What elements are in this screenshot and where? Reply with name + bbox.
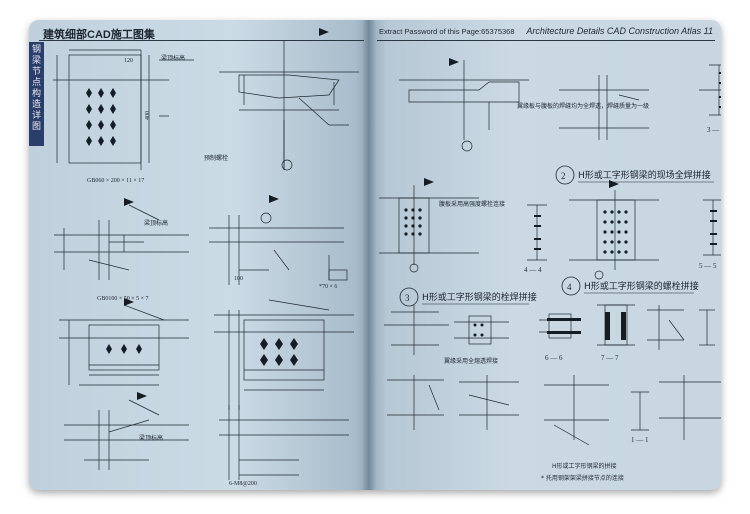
- atlas-title: Architecture Details CAD Construction At…: [526, 26, 713, 36]
- detail-bottom-4: [659, 375, 721, 440]
- section-title-3: H形或工字形钢梁的栓焊拼接: [422, 291, 537, 303]
- detail-bottom-2: [459, 375, 519, 430]
- cut-label-5-5: 5 — 5: [699, 262, 717, 270]
- detail-beam-column-1: [54, 204, 189, 280]
- chapter-side-tab: 钢梁节点构造详图: [29, 42, 44, 146]
- plate-dims-label-1: GB060 × 200 × 11 × 17: [87, 178, 144, 184]
- figure-note: 翼缘采用全熔透焊接: [444, 357, 498, 365]
- right-page: Extract Password of this Page:65375368 A…: [369, 20, 721, 490]
- beam-top-note-2: 梁顶标高: [144, 219, 168, 227]
- detail-beam-connection-bottom-2: [219, 405, 349, 480]
- dim-70x6: *70 × 6: [319, 284, 337, 290]
- bottom-caption: H形或工字形钢梁的拼接: [552, 462, 617, 470]
- cut-3-3-section: [699, 64, 721, 116]
- detail-bolted-splice-2: [597, 304, 635, 346]
- left-page-header: 建筑细部CAD施工图集: [39, 26, 364, 41]
- right-page-drawings: 2 3 4 H形或工字形钢梁的现场全焊拼接 H形或工字形钢梁的栓焊拼接 H形或工…: [379, 58, 721, 482]
- detail-welded-splice-2: [569, 190, 659, 280]
- right-bolt-dots: [404, 208, 628, 337]
- detail-top-joint: [559, 75, 649, 140]
- right-page-header: Extract Password of this Page:65375368 A…: [377, 26, 715, 41]
- beam-top-note: 梁顶标高: [161, 54, 185, 62]
- edge-bolt-note: 6-M8@200: [229, 481, 257, 487]
- cut-4-4-section: [527, 204, 547, 261]
- bolt-holes-6: [260, 338, 298, 366]
- detail-bolt-weld-1: [384, 305, 449, 355]
- detail-welded-splice-1: [379, 185, 479, 273]
- bolt-holes-1: [86, 88, 116, 146]
- section-number-2: 2: [561, 171, 566, 181]
- detail-bolted-splice-1: [539, 313, 579, 339]
- weld-note: 翼缘板与腹板的焊缝均为全焊透，焊缝质量为一级: [517, 102, 649, 110]
- cut-label-1-1: 1 — 1: [631, 436, 649, 444]
- plate-dims-label-2: GB0100 × 50 × 5 × 7: [97, 296, 149, 302]
- detail-bolted-joint-1: [59, 304, 189, 386]
- section-title-2: H形或工字形钢梁的现场全焊拼接: [578, 169, 711, 181]
- section-note: 预制螺栓: [204, 154, 228, 162]
- beam-top-note-3: 梁顶标高: [139, 434, 163, 442]
- cut-label-7-7: 7 — 7: [601, 354, 619, 362]
- left-page: 建筑细部CAD施工图集 钢梁节点构造详图: [29, 20, 369, 490]
- cut-label-6-6: 6 — 6: [545, 354, 563, 362]
- i-section-symbol: [699, 309, 715, 346]
- dim-100: 100: [234, 276, 243, 282]
- detail-splice-plate-1: [53, 49, 194, 170]
- detail-bolt-weld-2: [454, 315, 509, 345]
- elevation-flags-left: [124, 28, 329, 400]
- book-spine-shadow: [362, 20, 376, 490]
- open-book: 建筑细部CAD施工图集 钢梁节点构造详图: [29, 20, 721, 490]
- dim-120: 120: [124, 58, 133, 64]
- detail-bottom-1: [387, 375, 444, 430]
- cut-1-1-section: [631, 391, 649, 431]
- detail-top-beam: [399, 60, 529, 152]
- cut-5-5-section: [703, 199, 721, 256]
- footer-note: * 托用钢架架梁拼接节点的连接: [541, 474, 624, 482]
- left-header-title: 建筑细部CAD施工图集: [43, 29, 155, 41]
- page-number: 11: [703, 26, 713, 36]
- detail-beam-section-top: [219, 40, 359, 171]
- bolt-holes-5: [106, 344, 142, 354]
- extract-password: Extract Password of this Page:65375368: [379, 27, 515, 36]
- atlas-title-text: Architecture Details CAD Construction At…: [526, 26, 702, 36]
- section-number-3: 3: [405, 293, 410, 303]
- detail-beam-connection-bottom-1: [64, 399, 189, 470]
- detail-bolted-joint-2: [214, 299, 354, 410]
- cut-label-4-4: 4 — 4: [524, 266, 542, 274]
- bolt-note: 腹板采用高强度螺栓连接: [439, 200, 505, 208]
- section-number-4: 4: [567, 282, 572, 292]
- detail-bottom-3: [544, 375, 609, 446]
- dim-400: 400: [145, 111, 151, 120]
- cut-label-3-3: 3 — 3: [707, 126, 721, 134]
- section-circles: [399, 165, 581, 307]
- section-title-4: H形或工字形钢梁的螺栓拼接: [584, 280, 699, 292]
- detail-beam-column-2: [209, 212, 348, 285]
- left-page-drawings: GB060 × 200 × 11 × 17 GB0100 × 50 × 5 × …: [53, 28, 359, 487]
- detail-bolted-splice-3: [647, 305, 685, 350]
